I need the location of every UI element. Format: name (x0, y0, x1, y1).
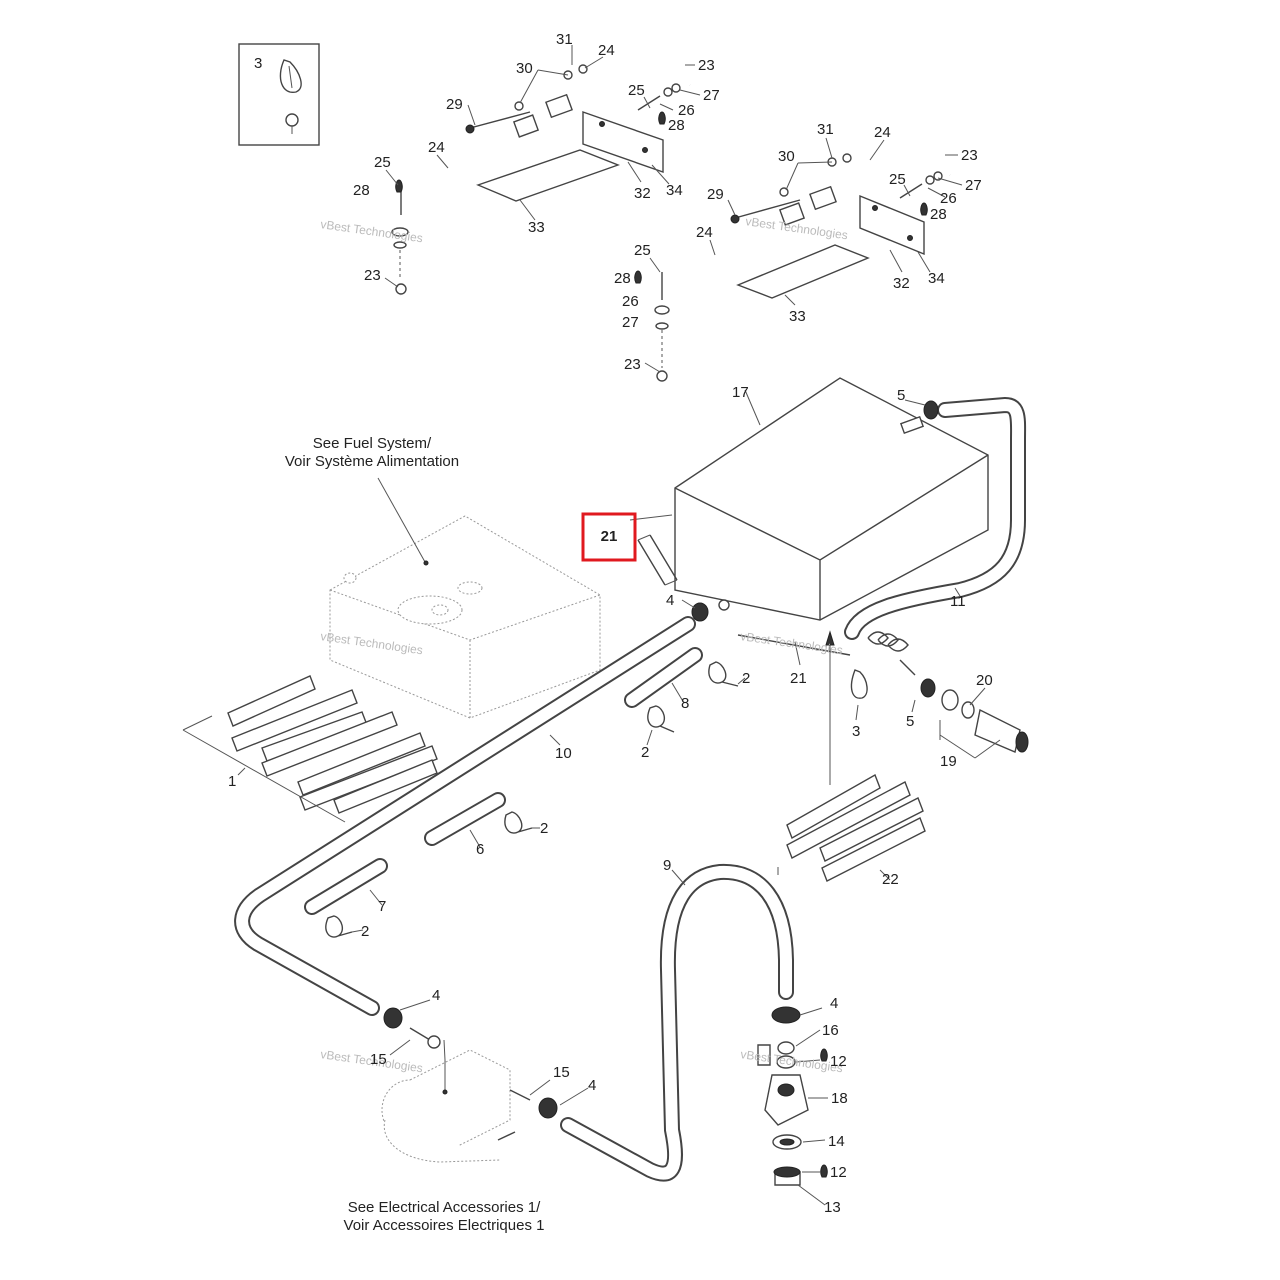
hose-11 (844, 396, 1027, 676)
callout-23: 23 (961, 147, 978, 164)
short-hoses (304, 647, 703, 915)
highlight-box (581, 512, 637, 562)
callout-labels: 3 31 24 30 23 29 25 26 27 28 24 25 28 32… (228, 31, 993, 1216)
callout-32: 32 (634, 185, 651, 202)
callout-12: 12 (830, 1164, 847, 1181)
callout-26: 26 (940, 190, 957, 207)
bracket-assembly-right (634, 137, 963, 382)
valve-stack (757, 1006, 828, 1206)
hose-9 (560, 863, 794, 1182)
detail-inset (238, 43, 320, 146)
callout-2: 2 (361, 923, 369, 940)
highlight-callout[interactable]: 21 (581, 512, 637, 562)
callout-18: 18 (831, 1090, 848, 1107)
tank-support (737, 630, 851, 785)
callout-27: 27 (703, 87, 720, 104)
callout-28: 28 (614, 270, 631, 287)
fuel-tank-reference (329, 477, 601, 719)
callout-30: 30 (778, 148, 795, 165)
callout-27: 27 (965, 177, 982, 194)
clamps-2 (325, 661, 746, 938)
notes: See Fuel System/ Voir Système Alimentati… (285, 435, 545, 1234)
watermark-4: vBest Technologies (740, 629, 844, 657)
callout-4: 4 (432, 987, 440, 1004)
callout-26: 26 (678, 102, 695, 119)
callout-16: 16 (822, 1022, 839, 1039)
filler-neck (850, 669, 1029, 759)
callout-31: 31 (817, 121, 834, 138)
callout-28: 28 (668, 117, 685, 134)
callout-1: 1 (228, 773, 236, 790)
callout-24: 24 (428, 139, 445, 156)
callout-30: 30 (516, 60, 533, 77)
callout-19: 19 (940, 753, 957, 770)
callout-28: 28 (353, 182, 370, 199)
callout-4: 4 (588, 1077, 596, 1094)
callout-25: 25 (634, 242, 651, 259)
pump-reference (381, 999, 589, 1163)
note-fuel-system-line1: See Fuel System/ (313, 435, 432, 452)
callout-28: 28 (930, 206, 947, 223)
callout-23: 23 (624, 356, 641, 373)
oil-tank (629, 377, 989, 621)
callout-3: 3 (254, 55, 262, 72)
callout-25: 25 (374, 154, 391, 171)
callout-22: 22 (882, 871, 899, 888)
callout-15: 15 (370, 1051, 387, 1068)
note-electrical-line2: Voir Accessoires Electriques 1 (344, 1217, 545, 1234)
callout-32: 32 (893, 275, 910, 292)
callout-3: 3 (852, 723, 860, 740)
callout-5: 5 (906, 713, 914, 730)
callout-25: 25 (889, 171, 906, 188)
callout-29: 29 (446, 96, 463, 113)
callout-17: 17 (732, 384, 749, 401)
callout-13: 13 (824, 1199, 841, 1216)
pads-22 (777, 773, 926, 882)
callout-33: 33 (789, 308, 806, 325)
callout-29: 29 (707, 186, 724, 203)
callout-4: 4 (830, 995, 838, 1012)
callout-26: 26 (622, 293, 639, 310)
note-electrical-line1: See Electrical Accessories 1/ (348, 1199, 541, 1216)
callout-2: 2 (540, 820, 548, 837)
callout-14: 14 (828, 1133, 845, 1150)
callout-12: 12 (830, 1053, 847, 1070)
pads-1 (182, 675, 438, 823)
callout-6: 6 (476, 841, 484, 858)
callout-31: 31 (556, 31, 573, 48)
callout-15: 15 (553, 1064, 570, 1081)
callout-23: 23 (364, 267, 381, 284)
note-fuel-system-line2: Voir Système Alimentation (285, 453, 459, 470)
callout-20: 20 (976, 672, 993, 689)
highlight-label: 21 (601, 528, 618, 545)
callout-24: 24 (874, 124, 891, 141)
callout-8: 8 (681, 695, 689, 712)
callout-34: 34 (666, 182, 683, 199)
callout-23: 23 (698, 57, 715, 74)
callout-27: 27 (622, 314, 639, 331)
callout-11: 11 (950, 593, 966, 610)
callout-10: 10 (555, 745, 572, 762)
callout-7: 7 (378, 898, 386, 915)
watermark-1: vBest Technologies (320, 217, 424, 245)
callout-25: 25 (628, 82, 645, 99)
bracket-assembly-left (384, 45, 701, 296)
callout-4: 4 (666, 592, 674, 609)
callout-34: 34 (928, 270, 945, 287)
callout-24: 24 (696, 224, 713, 241)
callout-2: 2 (742, 670, 750, 687)
callout-5: 5 (897, 387, 905, 404)
callout-33: 33 (528, 219, 545, 236)
callout-24: 24 (598, 42, 615, 59)
callout-21: 21 (790, 670, 807, 687)
callout-9: 9 (663, 857, 671, 874)
hose-10 (234, 599, 709, 1016)
callout-2: 2 (641, 744, 649, 761)
